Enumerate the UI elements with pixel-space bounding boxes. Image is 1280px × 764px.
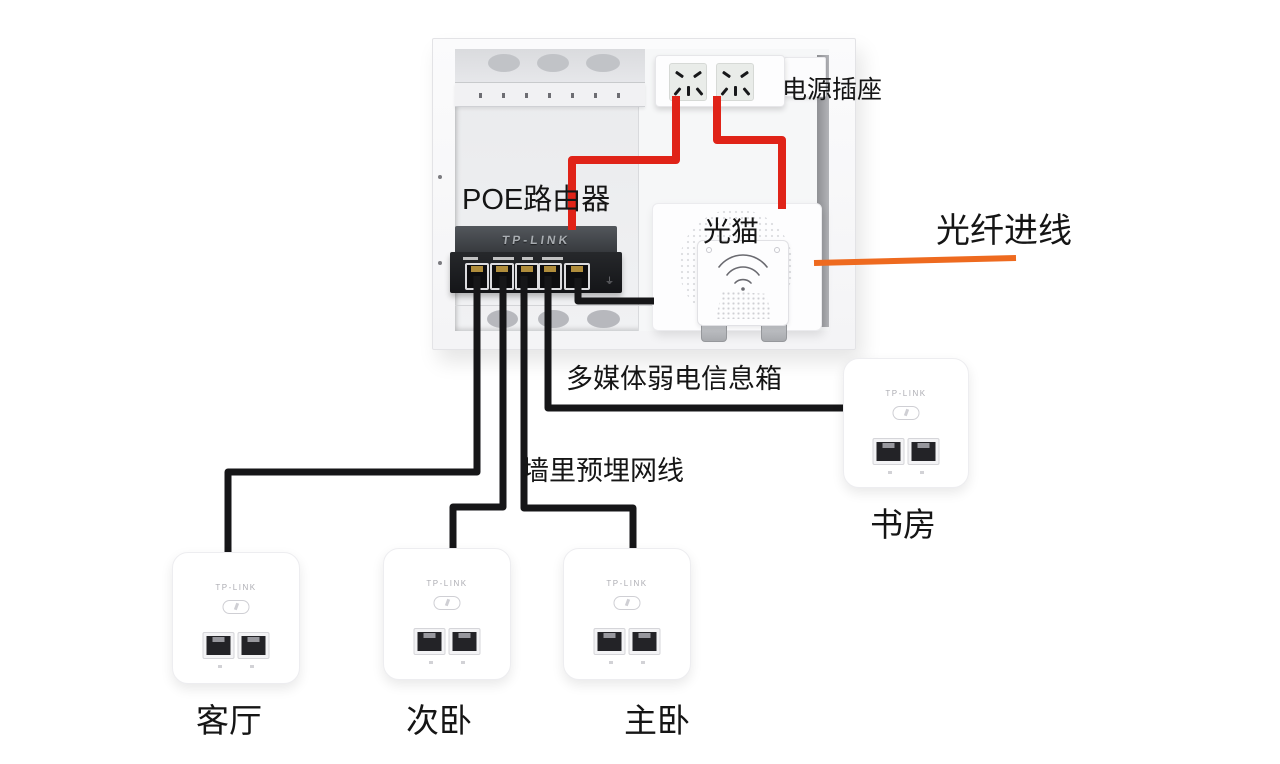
switch-top-face: TP-LINK: [455, 226, 617, 253]
panel-brand-logo: TP-LINK: [885, 389, 927, 398]
panel-ports: [413, 628, 481, 655]
fiber-cable: [813, 255, 1017, 266]
bracket-slot: [571, 93, 574, 98]
ethernet-port: [413, 628, 446, 655]
cable-hole: [537, 54, 569, 72]
bracket-slot: [479, 93, 482, 98]
poe-router-label: POE路由器: [462, 184, 611, 216]
bracket-strip: [455, 83, 645, 107]
modem-vent-texture: [716, 291, 772, 319]
cable-hole: [587, 310, 620, 328]
panel-led-button: [433, 596, 461, 610]
port-markings: [429, 661, 465, 664]
room-label-study: 书房: [870, 506, 936, 543]
lan-cable-living-room: [224, 276, 481, 558]
bracket-slot: [617, 93, 620, 98]
lan-cable-master-bedroom: [520, 276, 637, 554]
panel-ports: [593, 628, 661, 655]
panel-led-button: [613, 596, 641, 610]
optical-modem: [652, 203, 822, 342]
wall-ap-panel-study: TP-LINK: [843, 358, 969, 488]
panel-ports: [202, 632, 270, 659]
socket-hole: [734, 86, 737, 96]
bracket-rail: [455, 49, 645, 83]
switch-front-face: ⏚: [450, 252, 622, 293]
modem-label: 光猫: [703, 216, 760, 247]
ethernet-port: [202, 632, 235, 659]
ethernet-port: [628, 628, 661, 655]
port-label-text: [493, 257, 514, 260]
wall-ap-panel-living-room: TP-LINK: [172, 552, 300, 684]
bracket-slot: [548, 93, 551, 98]
bracket-slot: [594, 93, 597, 98]
enclosure-label: 多媒体弱电信息箱: [566, 364, 782, 394]
panel-led-button: [892, 406, 920, 420]
port-label-text: [522, 257, 533, 260]
socket-outlet-right: [716, 63, 754, 101]
port-label-text: [542, 257, 563, 260]
socket-hole: [687, 86, 690, 96]
screw-icon: [438, 175, 442, 179]
panel-brand-logo: TP-LINK: [606, 579, 648, 588]
ethernet-port: [593, 628, 626, 655]
port-markings: [888, 471, 924, 474]
room-label-second-bedroom: 次卧: [406, 702, 472, 739]
cable-hole: [586, 54, 620, 72]
port-markings: [609, 661, 645, 664]
screw-icon: [774, 247, 780, 253]
ethernet-port: [872, 438, 905, 465]
lan-cable-modem-to-switch: [574, 278, 654, 305]
wall-cable-label: 墙里预埋网线: [522, 456, 684, 486]
power-cable-to-switch: [568, 96, 680, 230]
panel-brand-logo: TP-LINK: [215, 583, 257, 592]
bracket-slot: [525, 93, 528, 98]
ethernet-port: [907, 438, 940, 465]
poe-router-switch: TP-LINK ⏚: [450, 226, 622, 293]
power-cable-to-modem: [713, 96, 786, 209]
ethernet-port: [237, 632, 270, 659]
wall-ap-panel-second-bedroom: TP-LINK: [383, 548, 511, 680]
modem-stand-bracket: [697, 240, 789, 326]
blank-plate: [784, 57, 826, 97]
panel-brand-logo: TP-LINK: [426, 579, 468, 588]
fiber-inlet-label: 光纤进线: [936, 212, 1072, 250]
port-markings: [218, 665, 254, 668]
cable-management-bracket: [455, 49, 645, 107]
wall-ap-panel-master-bedroom: TP-LINK: [563, 548, 691, 680]
power-socket-label: 电源插座: [782, 76, 883, 104]
screw-icon: [706, 247, 712, 253]
port-label-text: [463, 257, 478, 260]
wifi-icon: [718, 254, 768, 291]
room-label-living-room: 客厅: [196, 702, 262, 739]
bracket-slot: [502, 93, 505, 98]
room-label-master-bedroom: 主卧: [624, 702, 690, 739]
ground-icon: ⏚: [604, 276, 614, 286]
socket-outlet-left: [669, 63, 707, 101]
lan-cable-second-bedroom: [449, 276, 507, 554]
screw-icon: [438, 261, 442, 265]
panel-led-button: [222, 600, 250, 614]
lan-cable-study: [544, 276, 846, 412]
cable-hole: [488, 54, 520, 72]
panel-ports: [872, 438, 940, 465]
ethernet-port: [448, 628, 481, 655]
